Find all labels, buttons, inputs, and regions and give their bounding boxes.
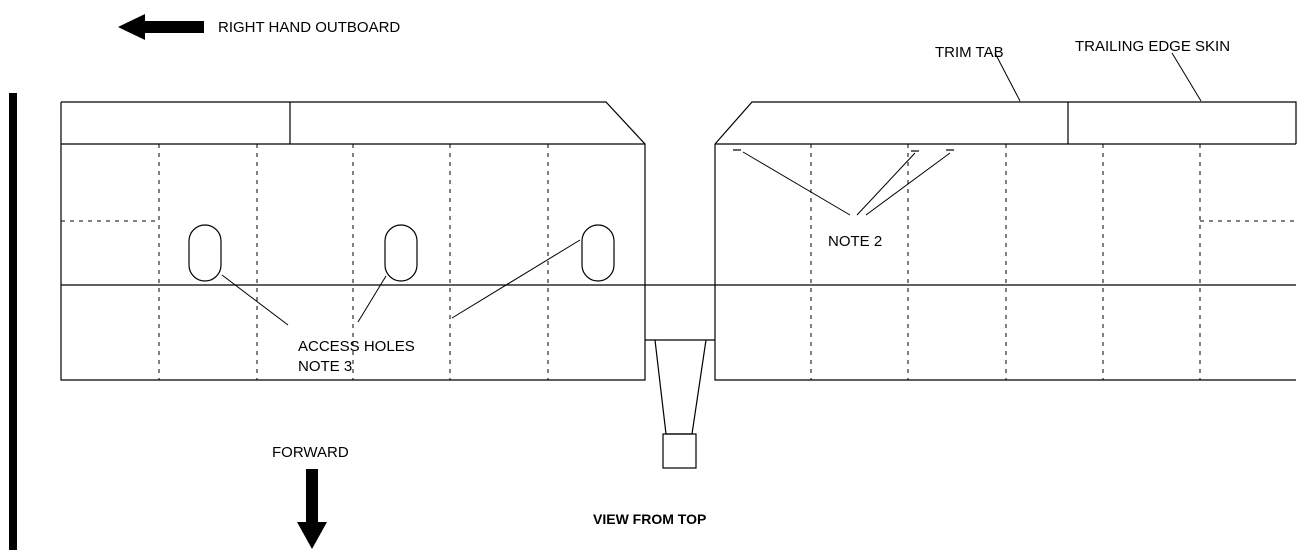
trailing-edge-skin-label: TRAILING EDGE SKIN xyxy=(1075,38,1230,55)
view-from-top-label: VIEW FROM TOP xyxy=(593,511,706,527)
access-hole-1 xyxy=(188,224,222,282)
reference-bar xyxy=(9,93,17,550)
trim-tab-label: TRIM TAB xyxy=(935,44,1004,61)
right-hand-outboard-label: RIGHT HAND OUTBOARD xyxy=(218,19,400,36)
access-hole-3 xyxy=(581,224,615,282)
access-hole-2 xyxy=(384,224,418,282)
access-holes-label: ACCESS HOLES xyxy=(298,338,415,355)
outboard-arrow-icon xyxy=(118,14,204,40)
leader-lines xyxy=(221,52,1202,326)
left-elevator-panel xyxy=(60,101,646,381)
right-elevator-panel xyxy=(714,101,1297,381)
center-hinge-assembly xyxy=(645,284,715,469)
note-3-label: NOTE 3 xyxy=(298,358,352,375)
forward-label: FORWARD xyxy=(272,444,349,461)
note-2-label: NOTE 2 xyxy=(828,233,882,250)
forward-arrow-icon xyxy=(297,469,327,549)
